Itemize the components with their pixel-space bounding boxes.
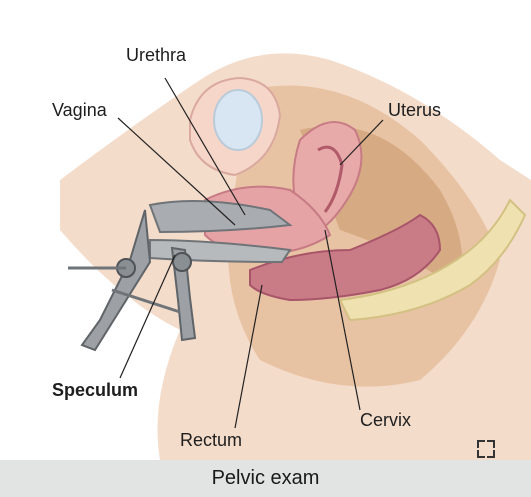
label-rectum: Rectum [180, 430, 242, 451]
label-cervix: Cervix [360, 410, 411, 431]
expand-icon[interactable] [477, 440, 495, 458]
caption-bar: Pelvic exam [0, 460, 531, 497]
label-urethra: Urethra [126, 45, 186, 66]
label-speculum: Speculum [52, 380, 138, 401]
figure-caption: Pelvic exam [212, 467, 320, 490]
label-vagina: Vagina [52, 100, 107, 121]
label-uterus: Uterus [388, 100, 441, 121]
